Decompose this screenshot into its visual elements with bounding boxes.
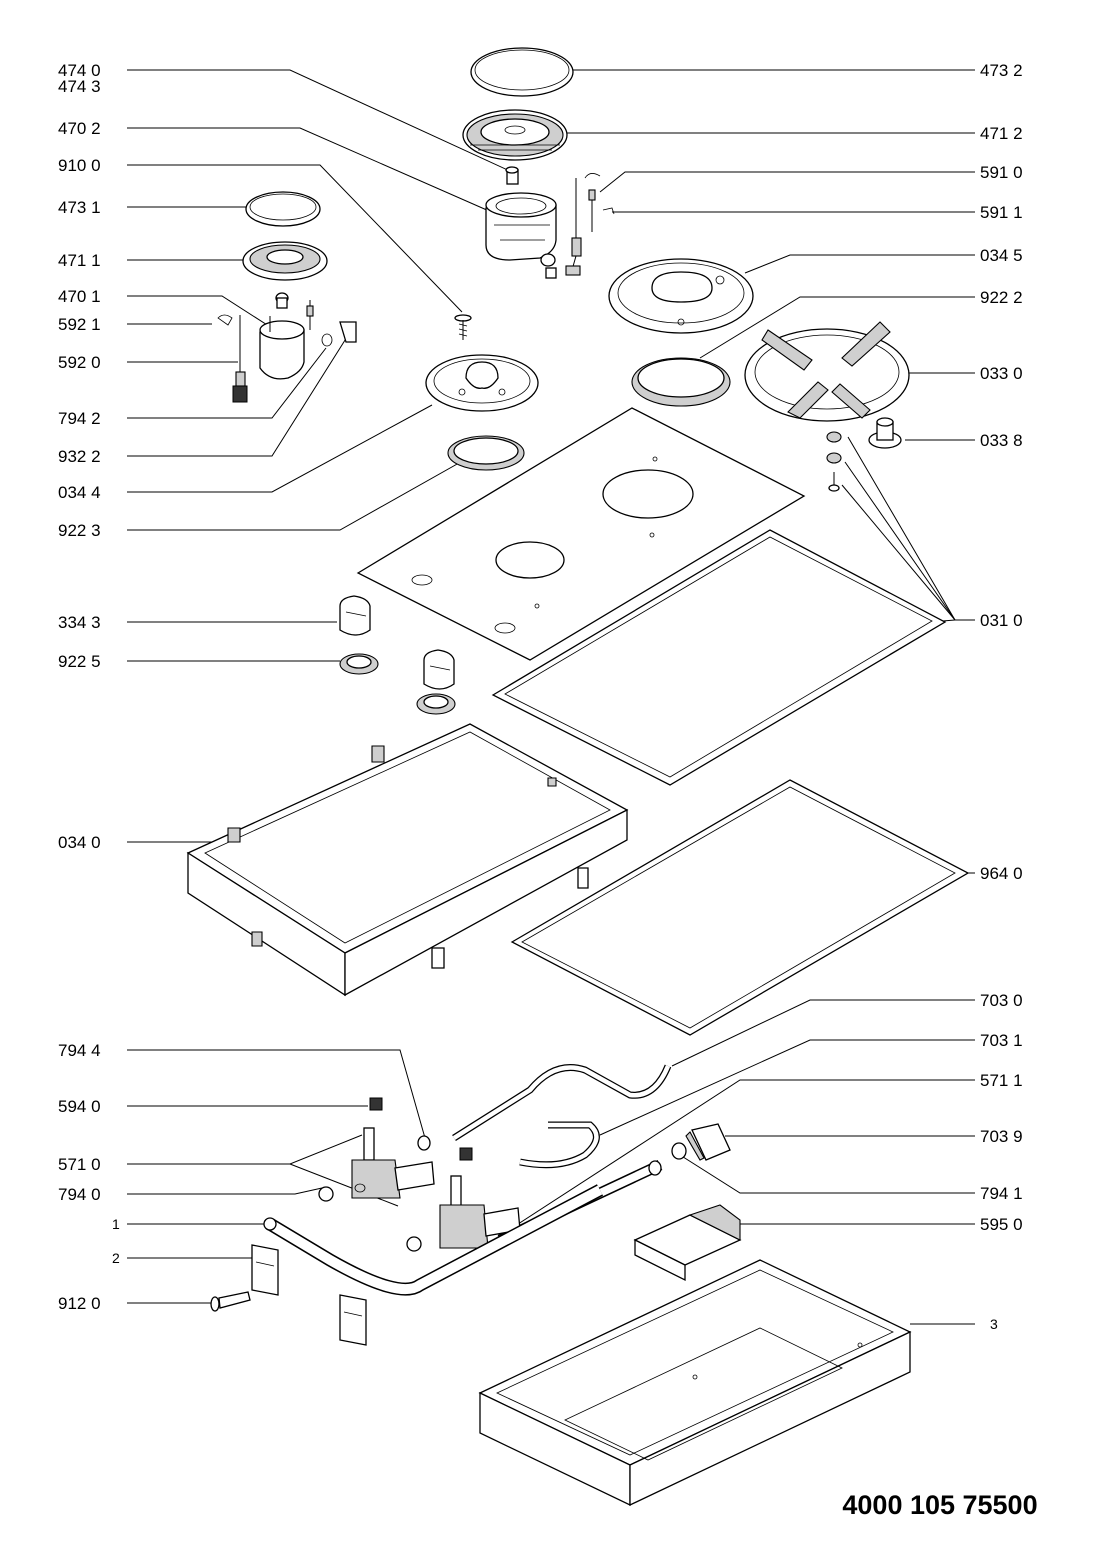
label-473-2: 473 2 [980,61,1023,80]
burner-cap-large [470,47,574,97]
label-912-0: 912 0 [58,1294,101,1313]
burner-crown-large [462,109,568,161]
electrode-small [217,314,248,403]
label-703-1: 703 1 [980,1031,1023,1050]
label-471-1: 471 1 [58,251,101,270]
label-591-0: 591 0 [980,163,1023,182]
label-794-2: 794 2 [58,409,101,428]
label-471-2: 471 2 [980,124,1023,143]
mounting-clips [431,867,589,969]
burner-trim-large [608,258,754,334]
injector-top [505,166,519,185]
label-473-1: 473 1 [58,198,101,217]
gas-valve [351,1127,521,1249]
spark-generator [633,1204,742,1282]
burner-body-small [259,292,314,380]
label-794-0: 794 0 [58,1185,101,1204]
label-922-3: 922 3 [58,521,101,540]
label-794-1: 794 1 [980,1184,1023,1203]
callout-labels-right: 473 2 471 2 591 0 591 1 034 5 922 2 033 … [980,61,1023,1332]
gasket-seal-frame [510,779,970,1036]
label-470-1: 470 1 [58,287,101,306]
screw-912 [210,1291,251,1312]
label-592-1: 592 1 [58,315,101,334]
glass-hob-top [356,407,806,661]
label-910-0: 910 0 [58,156,101,175]
burner-cap-small [245,191,321,227]
label-932-2: 932 2 [58,447,101,466]
label-031-0: 031 0 [980,611,1023,630]
pan-support-grid [744,321,910,422]
label-703-9: 703 9 [980,1127,1023,1146]
clip-932 [321,321,357,347]
label-591-1: 591 1 [980,203,1023,222]
base-tray [478,1259,912,1507]
burner-body-large [485,192,557,267]
leader-lines [127,69,975,1325]
label-034-4: 034 4 [58,483,101,502]
label-334-3: 334 3 [58,613,101,632]
hob-seal-frame [491,529,947,786]
burner-trim-small [425,354,539,412]
label-794-4: 794 4 [58,1041,101,1060]
rail-bracket [251,1244,367,1346]
burner-crown-small [242,241,328,281]
label-592-0: 592 0 [58,353,101,372]
label-033-0: 033 0 [980,364,1023,383]
label-474-0: 474 0 [58,61,101,80]
label-034-5: 034 5 [980,246,1023,265]
label-964-0: 964 0 [980,864,1023,883]
label-470-2: 470 2 [58,119,101,138]
screw-910 [454,314,472,340]
ignition-switch [369,1097,473,1161]
label-703-0: 703 0 [980,991,1023,1010]
label-034-0: 034 0 [58,833,101,852]
label-571-0: 571 0 [58,1155,101,1174]
label-474-3: 474 3 [58,77,101,96]
control-knob [339,595,456,715]
ignition-electrode-top [545,173,615,279]
callout-labels-left: 474 0 474 3 470 2 910 0 473 1 471 1 470 … [58,61,120,1313]
rubber-foot [826,417,902,492]
label-2: 2 [112,1250,120,1266]
gas-elbow-connector [648,1123,731,1176]
label-3: 3 [990,1316,998,1332]
label-033-8: 033 8 [980,431,1023,450]
manifold-rail [263,1184,604,1296]
support-frame [186,723,629,997]
gasket-small [447,435,525,471]
label-922-2: 922 2 [980,288,1023,307]
sealing-washer [318,1135,687,1252]
label-1: 1 [112,1216,120,1232]
gasket-large [631,357,731,407]
label-571-1: 571 1 [980,1071,1023,1090]
document-number: 4000 105 75500 [842,1490,1038,1520]
label-595-0: 595 0 [980,1215,1023,1234]
label-922-5: 922 5 [58,652,101,671]
label-594-0: 594 0 [58,1097,101,1116]
